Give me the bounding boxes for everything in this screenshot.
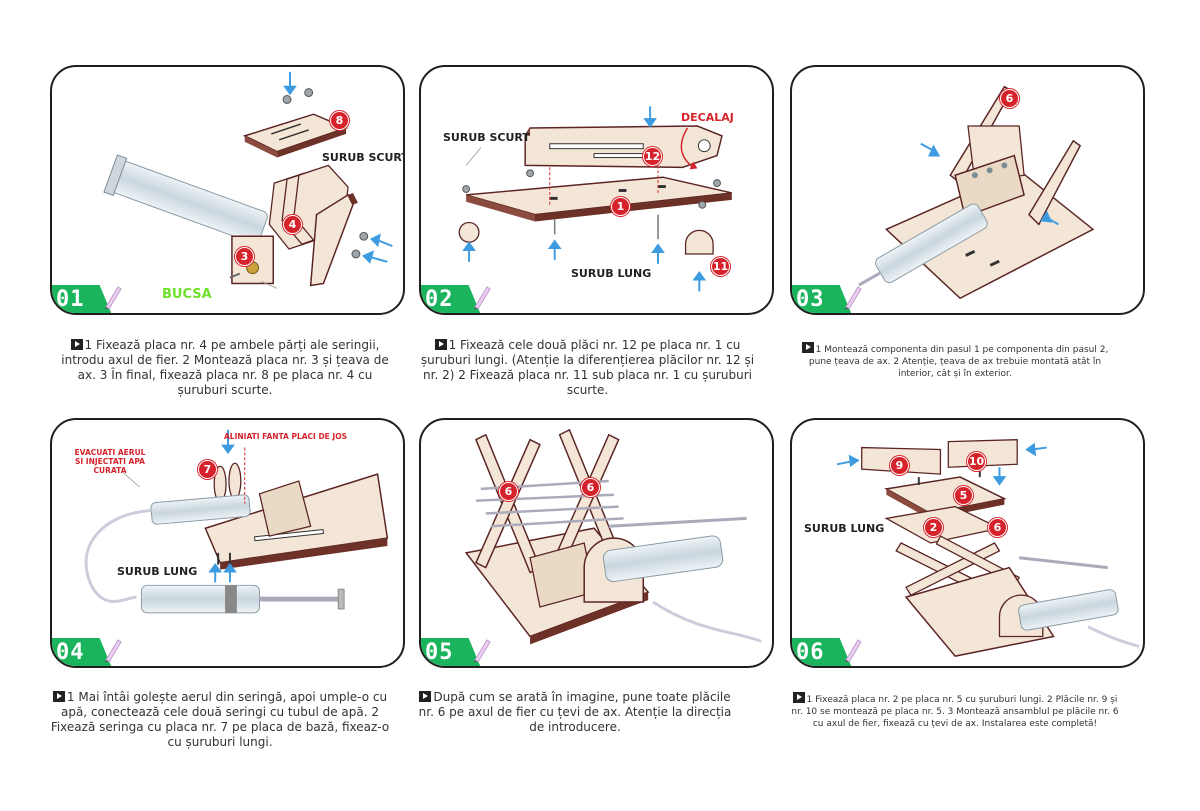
step-04-illustration bbox=[84, 429, 389, 614]
step-02-illustration bbox=[458, 106, 732, 292]
label-evacuati-aerul: EVACUATI AERUL SI INJECTATI APA CURATA bbox=[74, 448, 146, 475]
step-06-illustration bbox=[836, 439, 1140, 657]
badge-part-12: 12 bbox=[643, 147, 662, 166]
pencil-icon bbox=[105, 639, 122, 662]
label-surub-lung: SURUB LUNG bbox=[571, 267, 652, 280]
label-bucsa: BUCSA bbox=[162, 287, 212, 302]
pencil-icon bbox=[474, 286, 491, 309]
badge-part-7: 7 bbox=[198, 460, 217, 479]
pencil-icon bbox=[845, 639, 862, 662]
step-panel-06: SURUB LUNG 9 10 5 2 6 06 bbox=[790, 418, 1145, 668]
step-number: 05 bbox=[421, 638, 481, 666]
label-surub-scurt: SURUB SCURT bbox=[443, 131, 530, 144]
badge-part-9: 9 bbox=[890, 456, 909, 475]
badge-part-10: 10 bbox=[967, 452, 986, 471]
step-panel-04: EVACUATI AERUL SI INJECTATI APA CURATA A… bbox=[50, 418, 405, 668]
badge-part-8: 8 bbox=[330, 111, 349, 130]
label-surub-lung: SURUB LUNG bbox=[117, 565, 198, 578]
badge-part-1: 1 bbox=[611, 197, 630, 216]
label-surub-scurt: SURUB SCURT bbox=[322, 151, 405, 164]
badge-part-6-right: 6 bbox=[581, 478, 600, 497]
badge-part-6: 6 bbox=[1000, 89, 1019, 108]
play-icon bbox=[801, 342, 814, 353]
pencil-icon bbox=[845, 286, 862, 309]
badge-part-5: 5 bbox=[954, 486, 973, 505]
badge-part-6: 6 bbox=[988, 518, 1007, 537]
step-panel-03: 6 03 bbox=[790, 65, 1145, 315]
step-number: 02 bbox=[421, 285, 481, 313]
step-panel-02: SURUB SCURT DECALAJ SURUB LUNG 12 1 11 0… bbox=[419, 65, 774, 315]
step-01-illustration bbox=[103, 71, 393, 289]
step-01-caption: 1 Fixează placa nr. 4 pe ambele părți al… bbox=[61, 338, 389, 397]
step-05-caption: După cum se arată în imagine, pune toate… bbox=[418, 690, 732, 734]
badge-part-2: 2 bbox=[924, 518, 943, 537]
play-icon bbox=[70, 339, 83, 350]
play-icon bbox=[419, 691, 432, 702]
step-panel-01: SURUB SCURT BUCSA 8 4 3 01 bbox=[50, 65, 405, 315]
label-decalaj: DECALAJ bbox=[681, 111, 734, 124]
step-05-illustration bbox=[464, 428, 762, 645]
label-surub-lung: SURUB LUNG bbox=[804, 522, 885, 535]
pencil-icon bbox=[474, 639, 491, 662]
step-panel-05: 6 6 05 bbox=[419, 418, 774, 668]
step-03-illustration bbox=[858, 85, 1095, 300]
badge-part-4: 4 bbox=[283, 215, 302, 234]
badge-part-11: 11 bbox=[711, 257, 730, 276]
play-icon bbox=[792, 692, 805, 703]
play-icon bbox=[434, 339, 447, 350]
step-02-caption: 1 Fixează cele două plăci nr. 12 pe plac… bbox=[420, 338, 755, 397]
step-04-caption: 1 Mai întâi golește aerul din seringă, a… bbox=[50, 690, 390, 749]
step-03-caption: 1 Montează componenta din pasul 1 pe com… bbox=[790, 342, 1120, 380]
pencil-icon bbox=[105, 286, 122, 309]
play-icon bbox=[52, 691, 65, 702]
step-06-caption: 1 Fixează placa nr. 2 pe placa nr. 5 cu … bbox=[790, 692, 1120, 730]
badge-part-3: 3 bbox=[235, 247, 254, 266]
badge-part-6-left: 6 bbox=[499, 482, 518, 501]
label-aliniati-fanta: ALINIATI FANTA PLACI DE JOS bbox=[224, 432, 347, 441]
